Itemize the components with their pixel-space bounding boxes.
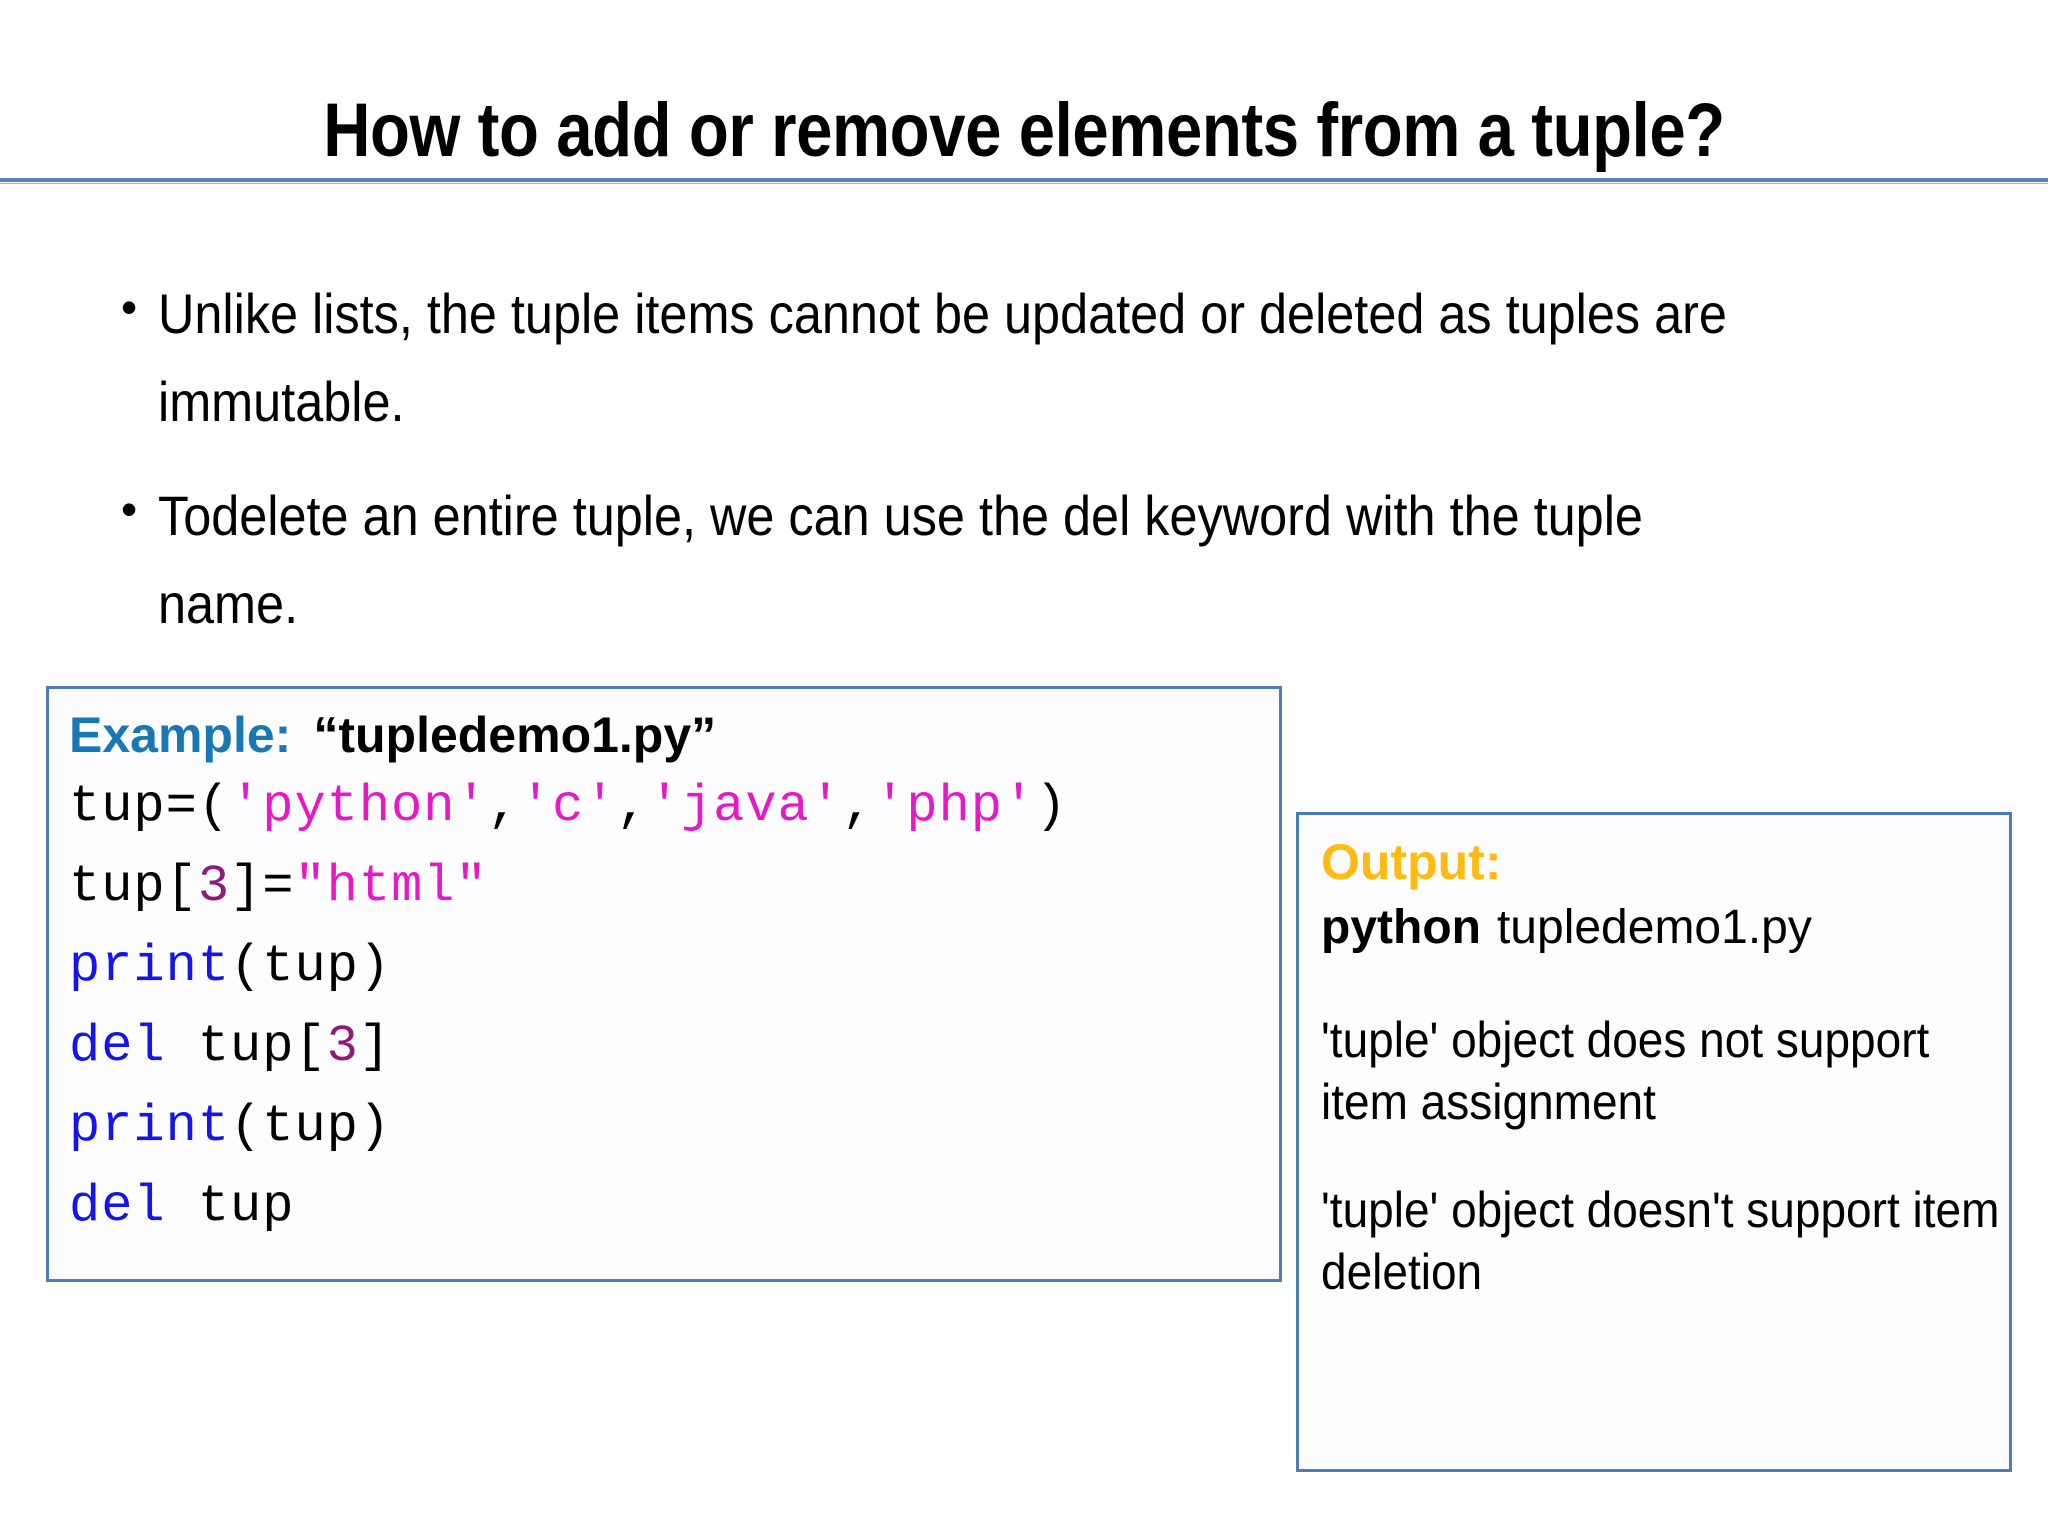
bullet-text: Unlike lists, the tuple items cannot be … — [158, 282, 1727, 433]
example-heading: Example: “tupledemo1.py” — [69, 703, 1279, 767]
code-token: 'c' — [519, 777, 617, 836]
output-command: python tupledemo1.py — [1321, 893, 2009, 963]
output-label: Output: — [1321, 834, 1502, 890]
page-title: How to add or remove elements from a tup… — [323, 88, 1725, 173]
bullet-marker-icon: • — [120, 281, 138, 333]
output-message: 'tuple' object doesn't support item dele… — [1321, 1182, 2000, 1300]
code-token: print — [69, 937, 231, 996]
code-token: , — [616, 777, 649, 836]
code-line: print(tup) — [69, 1087, 1279, 1167]
code-token: tup[ — [69, 857, 198, 916]
code-line: del tup — [69, 1167, 1279, 1247]
list-item: • Unlike lists, the tuple items cannot b… — [100, 270, 1970, 446]
code-line: del tup[3] — [69, 1007, 1279, 1087]
code-token: "html" — [294, 857, 488, 916]
code-line: tup=('python','c','java','php') — [69, 767, 1279, 847]
code-token: , — [841, 777, 875, 836]
code-token: 3 — [197, 857, 231, 916]
output-content: Output: python tupledemo1.py 'tuple' obje… — [1299, 815, 2009, 1303]
code-example-content: Example:“tupledemo1.py” tup=('python','c… — [49, 689, 1279, 1247]
output-command-file: tupledemo1.py — [1496, 901, 1812, 954]
code-token: 3 — [326, 1017, 359, 1076]
output-box: Output: python tupledemo1.py 'tuple' obje… — [1296, 812, 2012, 1472]
code-token: tup=( — [69, 777, 231, 836]
bullet-list: • Unlike lists, the tuple items cannot b… — [100, 270, 1970, 674]
bullet-marker-icon: • — [120, 483, 138, 535]
code-token: ]= — [230, 857, 295, 916]
code-line: tup[3]="html" — [69, 847, 1279, 927]
code-token: , — [487, 777, 520, 836]
code-token: print — [69, 1097, 231, 1156]
example-filename: “tupledemo1.py” — [313, 707, 717, 763]
title-divider-shadow — [0, 183, 2048, 184]
code-token: ] — [358, 1017, 392, 1076]
bullet-text: Todelete an entire tuple, we can use the… — [158, 484, 1643, 635]
list-item: • Todelete an entire tuple, we can use t… — [100, 472, 1970, 648]
output-spacer — [1321, 963, 2009, 1009]
code-token: (tup) — [230, 1097, 392, 1156]
code-token: ) — [1035, 777, 1068, 836]
code-token: tup[ — [165, 1017, 327, 1076]
code-example-box: Example:“tupledemo1.py” tup=('python','c… — [46, 686, 1282, 1282]
output-spacer — [1321, 1133, 2009, 1179]
code-token: 'php' — [874, 777, 1036, 836]
code-token: (tup) — [230, 937, 392, 996]
code-token: 'python' — [230, 777, 488, 836]
code-token: del — [69, 1017, 166, 1076]
code-line: print(tup) — [69, 927, 1279, 1007]
output-command-program: python — [1321, 901, 1481, 954]
code-token: 'java' — [648, 777, 842, 836]
code-block: tup=('python','c','java','php')tup[3]="h… — [69, 767, 1279, 1247]
title-divider — [0, 178, 2048, 182]
example-label: Example: — [69, 707, 292, 763]
code-token: del — [69, 1177, 166, 1236]
code-token: tup — [165, 1177, 295, 1236]
output-message: 'tuple' object does not support item ass… — [1321, 1012, 1930, 1130]
